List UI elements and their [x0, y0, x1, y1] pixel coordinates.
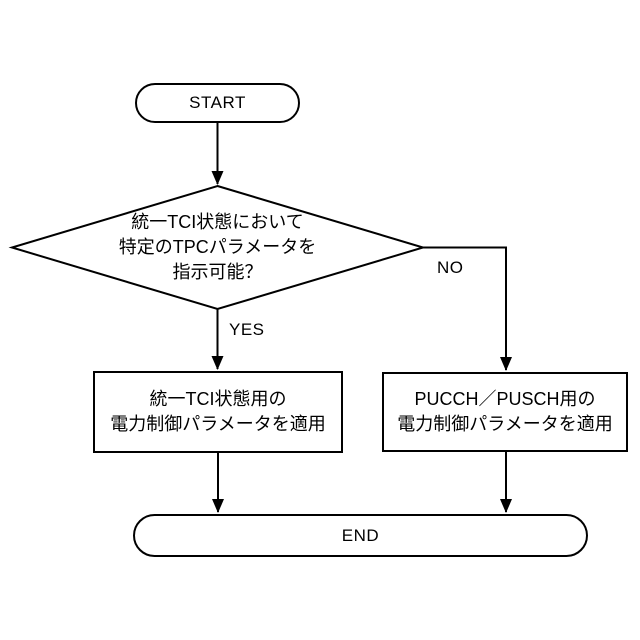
- decision-node-text: 統一TCI状態において 特定のTPCパラメータを 指示可能？: [12, 210, 423, 285]
- process-unified-line-1: 統一TCI状態用の: [149, 389, 287, 409]
- process-unified-line-2: 電力制御パラメータを適用: [110, 414, 326, 434]
- no-branch-label: NO: [437, 258, 464, 277]
- end-terminal: END: [133, 514, 588, 557]
- process-pucch-pusch-box: PUCCH／PUSCH用の 電力制御パラメータを適用: [382, 372, 628, 452]
- process-pucch-line-1: PUCCH／PUSCH用の: [414, 389, 596, 409]
- yes-branch-label: YES: [229, 320, 265, 339]
- process-unified-tci-box: 統一TCI状態用の 電力制御パラメータを適用: [93, 371, 343, 453]
- decision-line-1: 統一TCI状態において: [131, 212, 304, 232]
- arrow-no-branch: [423, 246, 512, 371]
- end-label: END: [341, 525, 380, 545]
- start-terminal: START: [135, 83, 300, 123]
- decision-line-3: 指示可能？: [172, 262, 263, 282]
- decision-line-2: 特定のTPCパラメータを: [118, 237, 317, 257]
- process-pucch-line-2: 電力制御パラメータを適用: [397, 414, 613, 434]
- start-label: START: [189, 93, 246, 112]
